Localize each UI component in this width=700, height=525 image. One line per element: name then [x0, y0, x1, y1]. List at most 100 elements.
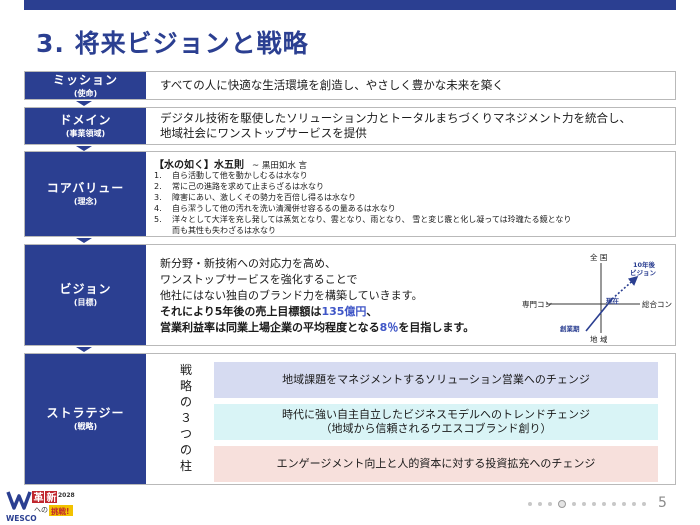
- vision-text-line: 新分野・新技術への対応力を高め、: [160, 257, 336, 270]
- domain-row: ドメイン (事業領域) デジタル技術を駆使したソリューション力とトータルまちづく…: [24, 107, 676, 145]
- strategy-label: ストラテジー (戦略): [25, 354, 146, 484]
- page-dot[interactable]: [622, 502, 626, 506]
- flow-arrow: [76, 238, 92, 243]
- page-indicator[interactable]: [528, 500, 646, 508]
- logo-tag-1: への: [34, 506, 48, 514]
- mission-text: すべての人に快適な生活環境を創造し、やさしく豊かな未来を築く: [160, 78, 504, 92]
- list-item-number: 1.: [154, 171, 162, 180]
- strategy-pillar-1: 地域課題をマネジメントするソリューション営業へのチェンジ: [214, 362, 658, 398]
- list-item: 2.常に己の進路を求めて止まらざるは水なり: [154, 181, 571, 192]
- pillar-char: の: [179, 443, 192, 457]
- page-dot[interactable]: [582, 502, 586, 506]
- vision-content: 新分野・新技術への対応力を高め、 ワンストップサービスを強化することで 他社には…: [146, 245, 675, 345]
- domain-text-line: 地域社会にワンストップサービスを提供: [160, 126, 367, 140]
- pillar-char: 略: [179, 379, 192, 393]
- vision-text: 新分野・新技術への対応力を高め、 ワンストップサービスを強化することで 他社には…: [160, 256, 474, 336]
- list-item-text: 障害にあい、激しくその勢力を百倍し得るは水なり: [172, 193, 356, 202]
- core-value-heading-text: 【水の如く】水五則: [154, 160, 244, 171]
- page-dot[interactable]: [548, 502, 552, 506]
- vision-target-text: それにより: [160, 305, 215, 318]
- core-value-author: ~ 黒田如水 言: [252, 161, 308, 171]
- top-accent-bar: [24, 0, 676, 10]
- growth-path-dotted: [611, 275, 639, 300]
- logo-badge-2: 新: [47, 491, 57, 504]
- list-item: 1. 自ら活動して他を動かしむるは水なり: [154, 170, 571, 181]
- page-dot[interactable]: [632, 502, 636, 506]
- core-value-content: 【水の如く】水五則 ~ 黒田如水 言 1. 自ら活動して他を動かしむるは水なり 2.…: [146, 152, 675, 236]
- list-item-number: 4.: [154, 204, 162, 213]
- vision-text-line: ワンストップサービスを強化することで: [160, 273, 358, 286]
- vision-label-sub: (目標): [73, 298, 98, 307]
- flow-arrow: [76, 146, 92, 151]
- vision-target-text: を目指します。: [398, 321, 475, 334]
- page-dot-active[interactable]: [558, 500, 566, 508]
- vision-text-line: 他社にはない独自のブランド力を構築していきます。: [160, 289, 423, 302]
- mission-label-sub: (使命): [73, 88, 98, 98]
- vision-target-text: 、: [366, 305, 378, 318]
- strategy-pillar-2: 時代に強い自主自立したビジネスモデルへのトレンドチェンジ （地域から信頼されるウ…: [214, 404, 658, 440]
- future-vision-label: 10年後: [633, 260, 656, 269]
- three-pillars-vertical-label: 戦 略 の ３ つ の 柱: [176, 362, 196, 474]
- page-dot[interactable]: [538, 502, 542, 506]
- vision-target-text: 営業利益率は同業上場企業の平均程度となる: [160, 321, 380, 334]
- mission-label-main: ミッション: [52, 72, 118, 87]
- pillar-char: ３: [179, 411, 192, 425]
- core-value-heading: 【水の如く】水五則 ~ 黒田如水 言: [154, 156, 307, 171]
- list-item: 4. 自ら潔うして他の汚れを洗い清濁併せ容るるの量あるは水なり: [154, 203, 571, 214]
- core-value-label-main: コアバリュー: [46, 181, 125, 195]
- vision-row: ビジョン (目標) 新分野・新技術への対応力を高め、 ワンストップサービスを強化…: [24, 244, 676, 346]
- growth-path-solid: [585, 298, 613, 332]
- page-dot[interactable]: [612, 502, 616, 506]
- domain-label-sub: (事業領域): [65, 129, 106, 138]
- strategy-pillar-text: エンゲージメント向上と人的資本に対する投資拡充へのチェンジ: [276, 457, 596, 470]
- strategy-content: 戦 略 の ３ つ の 柱 地域課題をマネジメントするソリューション営業へのチェ…: [146, 354, 675, 484]
- logo-tag-2: 挑戦!: [51, 506, 69, 516]
- page-title: 3. 将来ビジョンと戦略: [36, 29, 309, 58]
- list-item: 3. 障害にあい、激しくその勢力を百倍し得るは水なり: [154, 192, 571, 203]
- domain-text-line: デジタル技術を駆使したソリューション力とトータルまちづくりマネジメント力を統合し…: [160, 111, 632, 125]
- founding-position-label: 創業期: [559, 324, 580, 333]
- list-item-number: 3.: [154, 193, 162, 202]
- vision-label-main: ビジョン: [59, 282, 112, 296]
- core-value-label-sub: (理念): [73, 197, 98, 206]
- list-item-number: 2.: [154, 182, 162, 191]
- core-value-list: 1. 自ら活動して他を動かしむるは水なり 2.常に己の進路を求めて止まらざるは水な…: [154, 170, 571, 236]
- strategy-label-sub: (戦略): [73, 422, 98, 431]
- strategy-label-main: ストラテジー: [46, 406, 125, 420]
- mission-label: ミッション (使命): [25, 72, 146, 99]
- page-dot[interactable]: [572, 502, 576, 506]
- core-value-label: コアバリュー (理念): [25, 152, 146, 236]
- domain-label-main: ドメイン: [59, 113, 112, 127]
- future-vision-label-2: ビジョン: [630, 268, 657, 277]
- strategy-pillar-subtext: （地域から信頼されるウエスコブランド創り）: [320, 422, 552, 435]
- domain-content: デジタル技術を駆使したソリューション力とトータルまちづくりマネジメント力を統合し…: [146, 108, 675, 144]
- list-item-number: 5.: [154, 215, 162, 224]
- strategy-pillar-text: 時代に強い自主自立したビジネスモデルへのトレンドチェンジ: [282, 408, 590, 421]
- mission-row: ミッション (使命) すべての人に快適な生活環境を創造し、やさしく豊かな未来を築…: [24, 71, 676, 100]
- page-dot[interactable]: [592, 502, 596, 506]
- strategy-row: ストラテジー (戦略) 戦 略 の ３ つ の 柱 地域課題をマネジメントするソ…: [24, 353, 676, 485]
- wesco-logo: 革 新 2028 への 挑戦! WESCO: [6, 491, 75, 522]
- vision-target-text: 5年後の売上目標額は: [214, 305, 322, 318]
- positioning-diagram: 全 国 地 域 専門コン 総合コン 10年後 ビジョン 現在 創業期: [522, 252, 672, 343]
- page-dot[interactable]: [602, 502, 606, 506]
- axis-top-label: 全 国: [590, 252, 607, 262]
- page-dot[interactable]: [642, 502, 646, 506]
- page-dot[interactable]: [528, 502, 532, 506]
- pillar-char: 戦: [179, 363, 192, 377]
- strategy-pillar-3: エンゲージメント向上と人的資本に対する投資拡充へのチェンジ: [214, 446, 658, 482]
- list-item-text: 自ら潔うして他の汚れを洗い清濁併せ容るるの量あるは水なり: [172, 204, 396, 213]
- vision-margin-target: 営業利益率は同業上場企業の平均程度となる8％を目指します。: [160, 320, 474, 336]
- list-item: 5.洋々として大洋を充し発しては蒸気となり、雲となり、雨となり、 雪と変じ霰と化…: [154, 214, 571, 225]
- logo-badge-1: 革: [34, 491, 44, 504]
- vision-sales-target: それにより5年後の売上目標額は135億円、: [160, 304, 474, 320]
- strategy-pillar-text: 地域課題をマネジメントするソリューション営業へのチェンジ: [282, 373, 590, 386]
- list-item-text: 自ら活動して他を動かしむるは水なり: [172, 171, 308, 180]
- logo-year: 2028: [58, 492, 75, 499]
- page-number: 5: [658, 495, 667, 511]
- margin-target-value: 8％: [379, 321, 399, 334]
- axis-left-label: 専門コン: [522, 299, 552, 309]
- domain-label: ドメイン (事業領域): [25, 108, 146, 144]
- pillar-char: 柱: [179, 459, 192, 473]
- pillar-char: の: [179, 395, 192, 409]
